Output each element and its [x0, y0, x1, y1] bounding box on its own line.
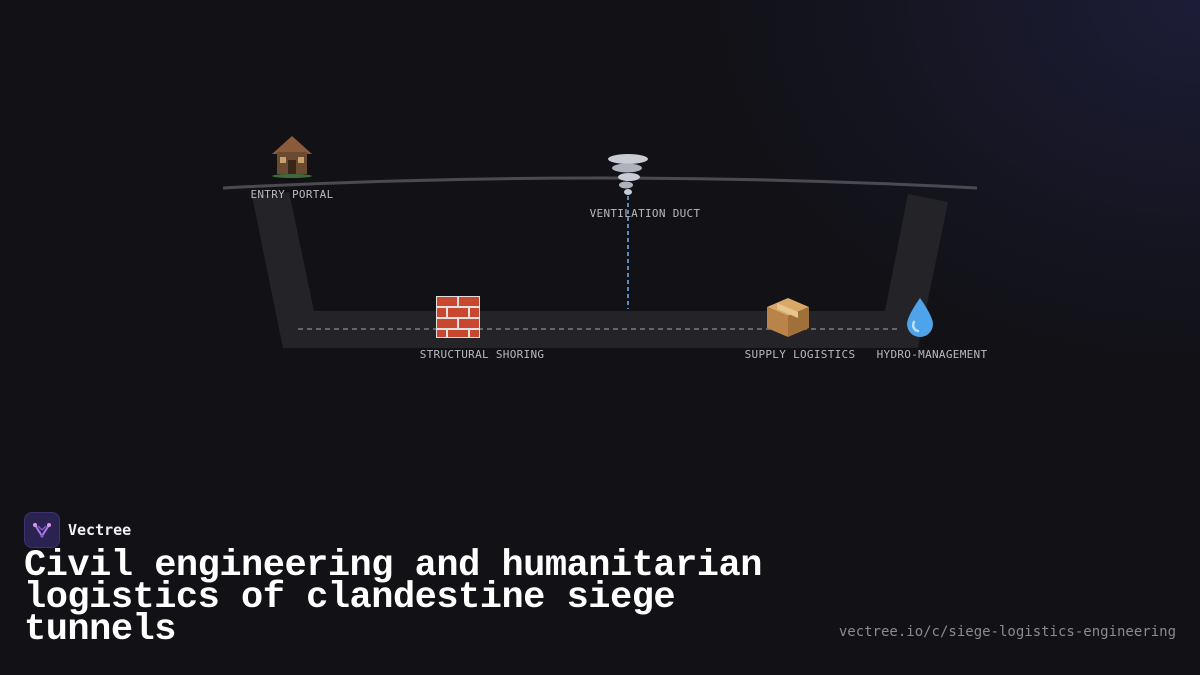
page-url[interactable]: vectree.io/c/siege-logistics-engineering — [838, 624, 1176, 640]
surface-line — [222, 176, 978, 190]
node-label-ventilation-duct: VENTILATION DUCT — [589, 207, 701, 220]
page-title: Civil engineering and humanitarian logis… — [24, 545, 762, 651]
vectree-logo-icon — [24, 512, 60, 548]
package-icon — [765, 296, 811, 338]
node-label-structural-shoring: STRUCTURAL SHORING — [419, 348, 545, 361]
tornado-icon — [606, 152, 650, 198]
node-label-supply-logistics: SUPPLY LOGISTICS — [744, 348, 856, 361]
brick-icon — [436, 296, 480, 338]
brand[interactable]: Vectree — [24, 512, 131, 548]
tunnel-body — [252, 192, 948, 348]
droplet-icon — [904, 296, 936, 338]
house-icon — [268, 132, 316, 178]
node-label-hydro-management: HYDRO-MANAGEMENT — [876, 348, 988, 361]
brand-name: Vectree — [68, 521, 132, 539]
node-label-entry-portal: ENTRY PORTAL — [250, 188, 334, 201]
